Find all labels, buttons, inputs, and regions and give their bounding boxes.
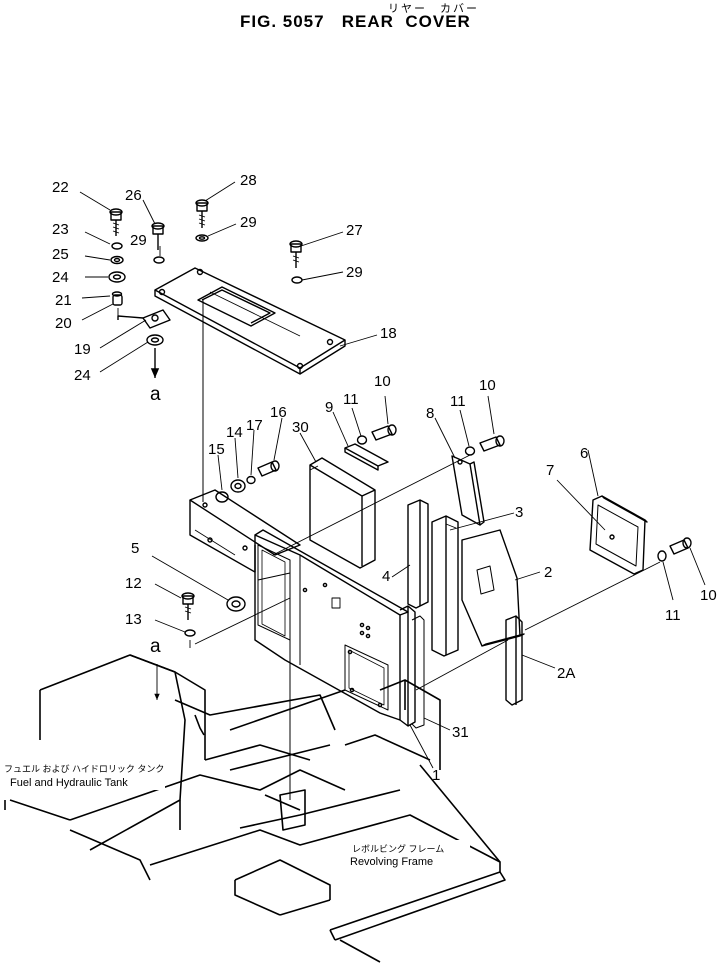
tank-label-jp: フュエル および ハイドロリック タンク: [4, 764, 164, 774]
reference-a-top: a: [150, 384, 161, 405]
callout-20: 20: [55, 315, 72, 332]
panel-2: [461, 529, 525, 647]
panel-3: [431, 515, 459, 657]
strip-9: [344, 443, 389, 471]
callout-24-top: 24: [52, 269, 69, 286]
callout-25: 25: [52, 246, 69, 263]
callout-21: 21: [55, 292, 72, 309]
callout-18: 18: [380, 325, 397, 342]
top-bolts: [151, 199, 303, 284]
callout-24-bottom: 24: [74, 367, 91, 384]
bracket-8: [451, 455, 485, 526]
strip-2a: [505, 615, 523, 706]
callout-29-left: 29: [130, 232, 147, 249]
bolt-12-13: [181, 592, 196, 637]
bolt-10-11-right: [464, 435, 505, 456]
callout-3: 3: [515, 504, 523, 521]
callout-10-left: 10: [374, 373, 391, 390]
access-cover-6-7: [589, 495, 648, 575]
callout-10-right: 10: [479, 377, 496, 394]
column-4: [407, 499, 429, 609]
callout-10-far: 10: [700, 587, 717, 604]
machine-frame-outline: [4, 654, 506, 963]
callout-11-right: 11: [450, 393, 466, 410]
frame-label-jp: レボルビング フレーム: [352, 843, 444, 854]
callout-5: 5: [131, 540, 139, 557]
callout-26: 26: [125, 187, 142, 204]
callout-2: 2: [544, 564, 552, 581]
callout-17: 17: [246, 417, 263, 434]
bolt-10-11-far: [657, 537, 692, 562]
figure-title-kana: リヤー カバー: [388, 2, 479, 15]
frame-label-en: Revolving Frame: [350, 856, 433, 868]
top-cover-plate: [154, 267, 346, 375]
area-labels: フュエル および ハイドロリック タンク Fuel and Hydraulic …: [0, 762, 470, 870]
callout-29-right: 29: [346, 264, 363, 281]
bolt-10-11-left: [356, 424, 397, 445]
callout-19: 19: [74, 341, 91, 358]
callout-27: 27: [346, 222, 363, 239]
callout-4: 4: [382, 568, 390, 585]
callout-11-far: 11: [665, 607, 681, 624]
reference-a-bottom: a: [150, 636, 161, 657]
callout-15: 15: [208, 441, 225, 458]
hinge-fasteners: [215, 460, 280, 503]
callout-6: 6: [580, 445, 588, 462]
callout-14: 14: [226, 424, 243, 441]
figure-title-block: リヤー カバー FIG. 5057 REAR COVER: [240, 0, 480, 40]
callout-30: 30: [292, 419, 309, 436]
callout-22: 22: [52, 179, 69, 196]
tank-label-en: Fuel and Hydraulic Tank: [10, 777, 128, 789]
hinge-bracket: [189, 489, 301, 573]
side-strips-31: [399, 605, 425, 729]
left-fastener-stack: [108, 208, 164, 378]
assembly-lines: [117, 308, 661, 700]
callout-8: 8: [426, 405, 434, 422]
callout-16: 16: [270, 404, 287, 421]
grommet-5: [226, 596, 246, 612]
callout-9: 9: [325, 399, 333, 416]
callout-2a: 2A: [557, 665, 575, 682]
callout-28: 28: [240, 172, 257, 189]
callout-29-mid: 29: [240, 214, 257, 231]
callout-23: 23: [52, 221, 69, 238]
callout-7: 7: [546, 462, 554, 479]
inner-panel-30: [309, 457, 376, 569]
callout-31: 31: [452, 724, 469, 741]
main-rear-cover-panel-1: [254, 529, 409, 721]
callout-11-left: 11: [343, 391, 359, 408]
callout-leaders: [79, 181, 706, 769]
figure-title: FIG. 5057 REAR COVER: [240, 12, 471, 31]
callout-13: 13: [125, 611, 142, 628]
callout-12: 12: [125, 575, 142, 592]
callout-1: 1: [432, 767, 440, 784]
callout-numbers: 22 23 25 24 21 20 19 24 26 29 28 29 27 2…: [52, 172, 717, 784]
